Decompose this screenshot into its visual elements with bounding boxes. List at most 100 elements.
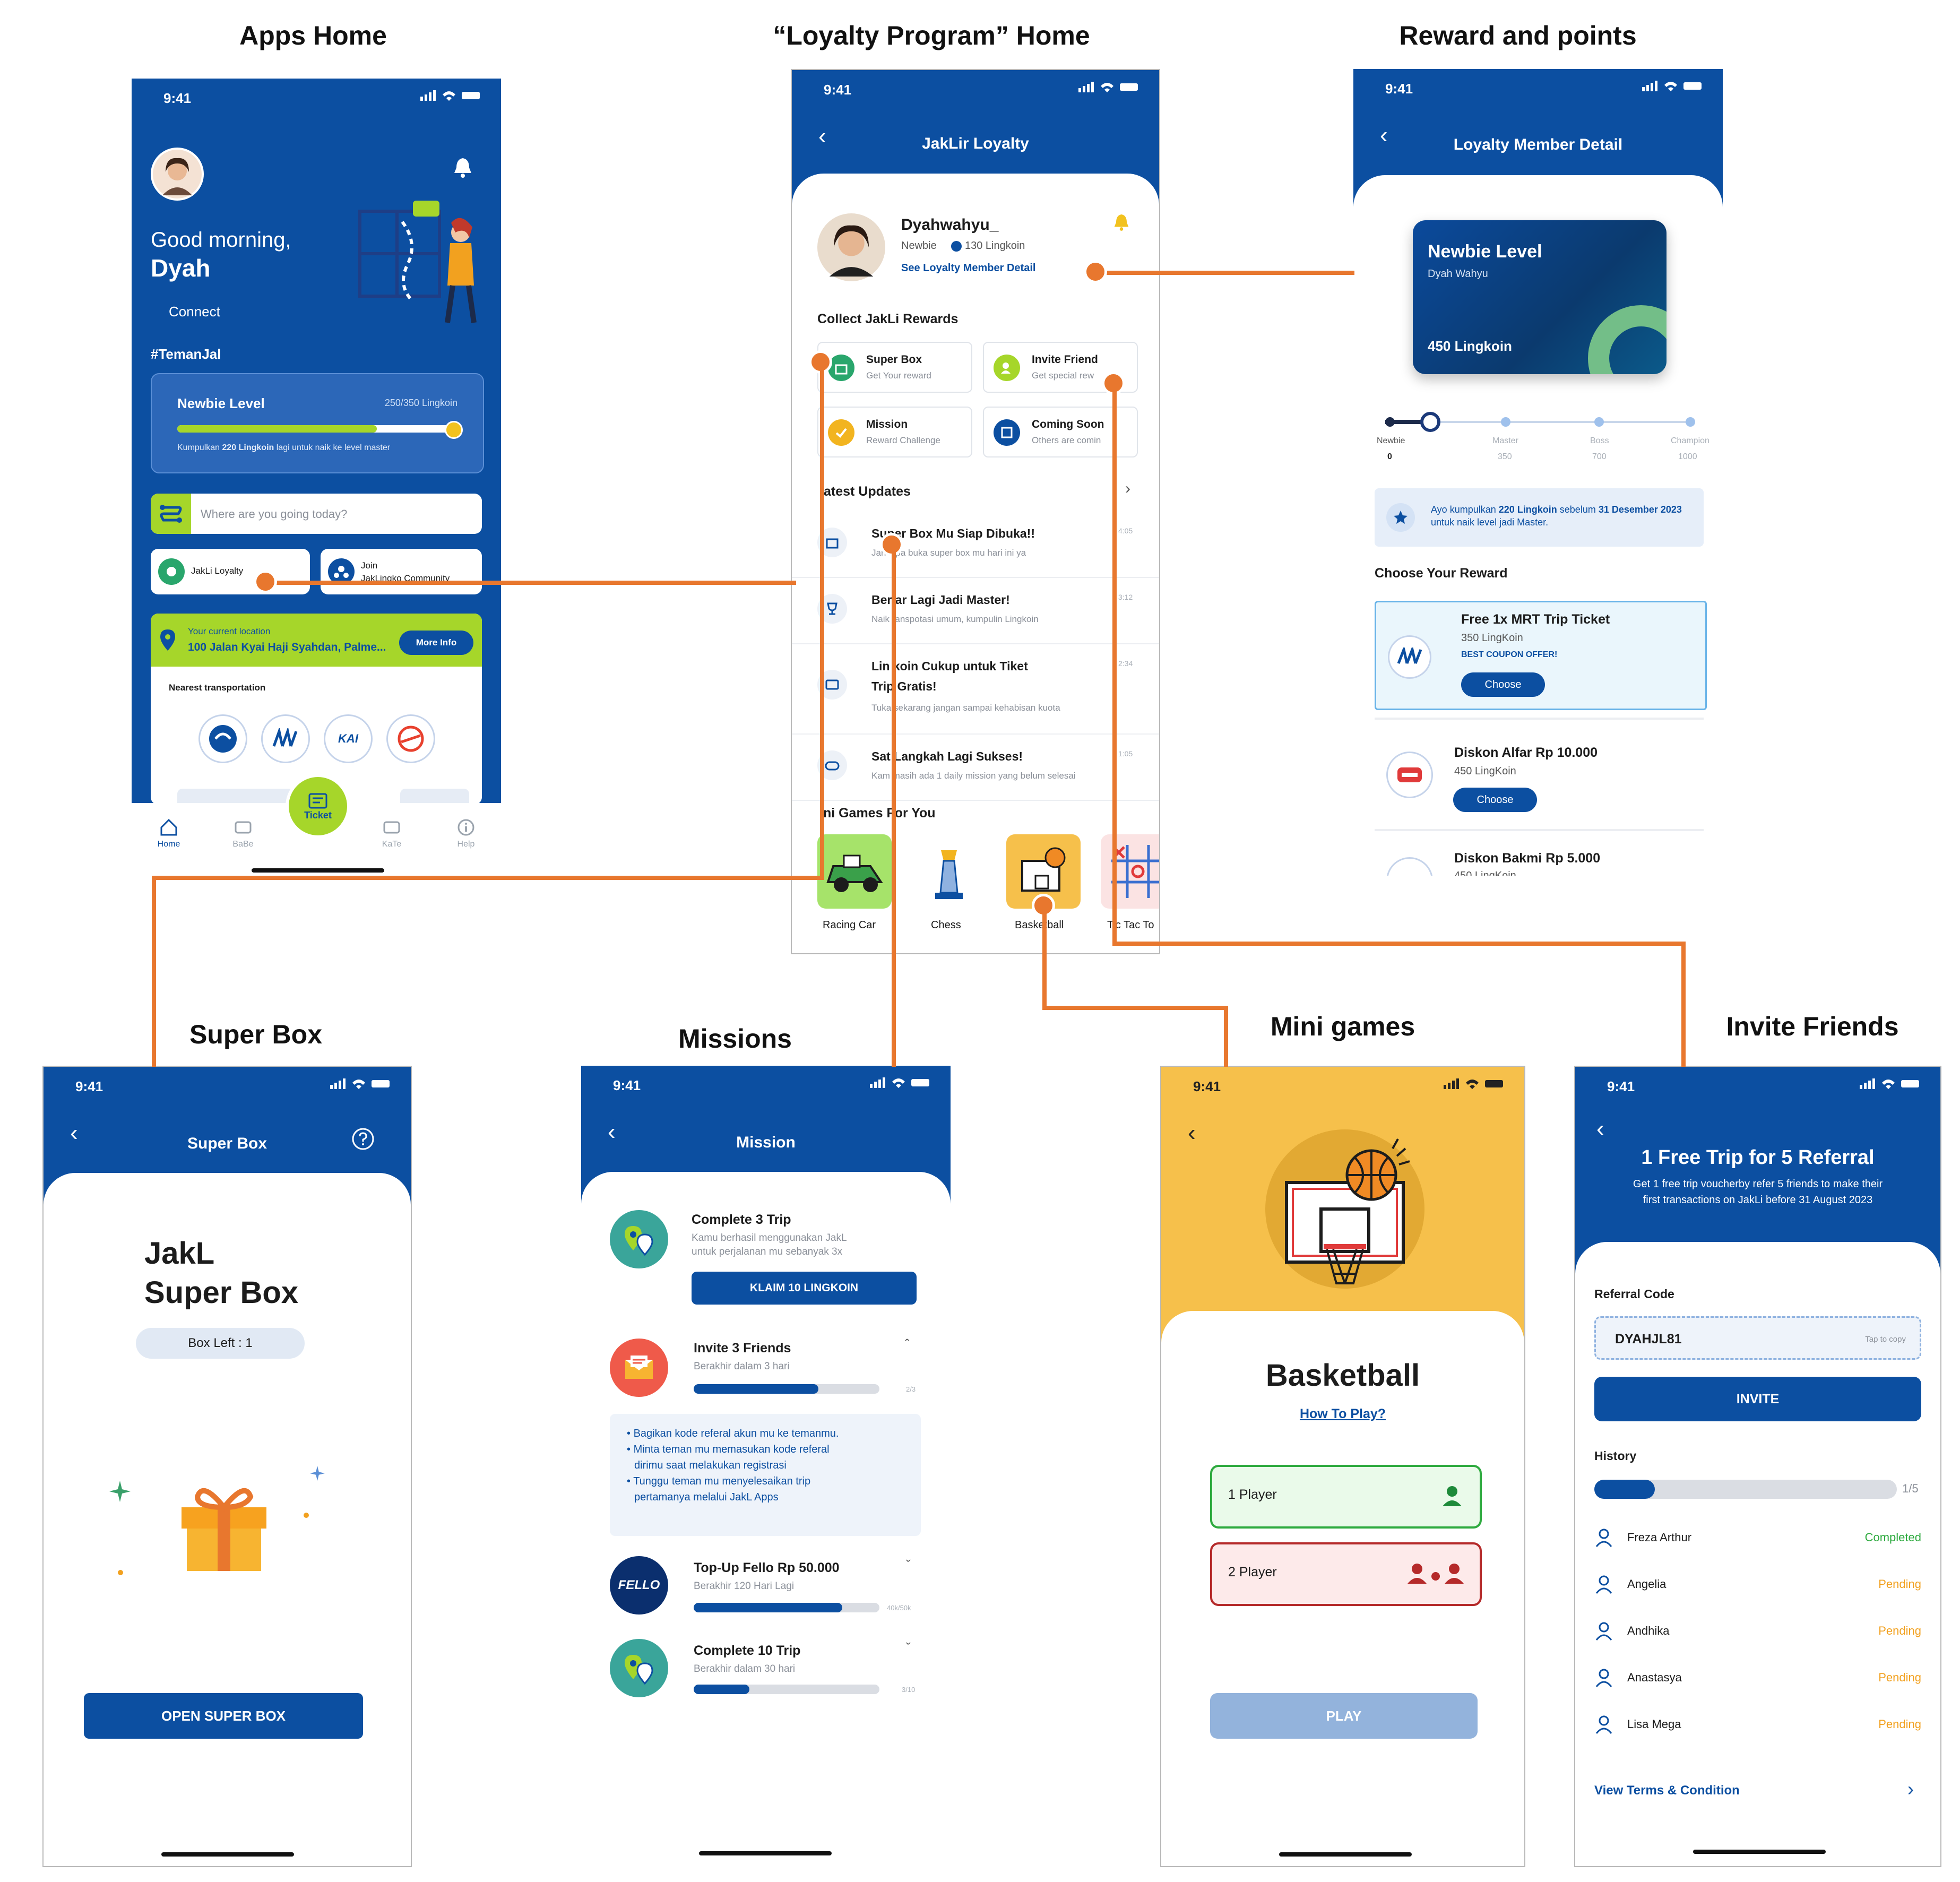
open-super-box-button[interactable]: OPEN SUPER BOX (84, 1693, 363, 1739)
connector-dot (1084, 260, 1107, 283)
reward-item-alfamart[interactable]: Diskon Alfar Rp 10.000 450 LingKoin Choo… (1375, 738, 1704, 817)
notice-text: Ayo kumpulkan 220 Lingkoin sebelum 31 De… (1431, 504, 1682, 528)
lrt-icon[interactable] (386, 714, 435, 763)
mission-sub: Kamu berhasil menggunakan JakL (692, 1232, 847, 1244)
home-indicator (1693, 1850, 1826, 1854)
one-player-button[interactable]: 1 Player (1210, 1465, 1482, 1529)
view-terms-link[interactable]: View Terms & Condition (1594, 1783, 1740, 1798)
reward-card-invite-friend[interactable]: Invite Friend Get special rew (983, 342, 1138, 393)
tap-to-copy-label[interactable]: Tap to copy (1865, 1335, 1906, 1344)
search-bar[interactable]: Where are you going today? (151, 494, 482, 534)
referral-name: Freza Arthur (1627, 1531, 1692, 1544)
level-name: Boss (1590, 436, 1609, 445)
play-button[interactable]: PLAY (1210, 1693, 1478, 1739)
reward-card-coming-soon[interactable]: Coming Soon Others are comin (983, 407, 1138, 457)
tab-babe[interactable]: BaBe (222, 818, 264, 849)
mrt-icon[interactable] (261, 714, 310, 763)
reward-title: Super Box (866, 353, 922, 366)
kate-icon (383, 821, 400, 834)
game-label: Tic Tac To (1107, 919, 1154, 931)
status-time: 9:41 (824, 82, 852, 98)
status-time: 9:41 (613, 1077, 641, 1093)
instruction-line: dirimu saat melakukan registrasi (634, 1460, 787, 1471)
connector-line (1681, 942, 1686, 1067)
back-button[interactable]: ‹ (1380, 122, 1388, 148)
basketball-game[interactable] (1006, 834, 1081, 909)
reward-title: Mission (866, 418, 908, 430)
update-item[interactable]: Sat Langkah Lagi Sukses! Kam masih ada 1… (792, 733, 1159, 801)
back-button[interactable]: ‹ (818, 123, 826, 149)
back-button[interactable]: ‹ (70, 1120, 78, 1146)
join-community-shortcut[interactable]: Join JakLingko Community (321, 549, 482, 594)
tab-home[interactable]: Home (148, 818, 190, 849)
tab-help[interactable]: Help (445, 818, 487, 849)
ticket-button[interactable]: Ticket (286, 774, 350, 839)
claim-lingkoin-button[interactable]: KLAIM 10 LINGKOIN (692, 1272, 917, 1305)
box-left-badge: Box Left : 1 (136, 1328, 305, 1359)
mission-progress-bar (694, 1685, 879, 1694)
choose-button[interactable]: Choose (1453, 788, 1537, 812)
connector-line (820, 362, 824, 879)
chevron-down-icon[interactable]: ˇ (906, 1557, 911, 1573)
how-to-play-link[interactable]: How To Play? (1299, 1406, 1386, 1421)
member-card: Newbie Level Dyah Wahyu 450 Lingkoin (1413, 220, 1667, 374)
loyalty-home-screen: 9:41 ‹ JakLir Loyalty Dyahwahyu_ Newbie … (791, 69, 1160, 954)
connect-label[interactable]: Connect (169, 304, 220, 320)
level-hint: Kumpulkan 220 Lingkoin lagi untuk naik k… (177, 443, 391, 452)
halte-card[interactable] (177, 789, 294, 805)
see-member-detail-link[interactable]: See Loyalty Member Detail (901, 262, 1036, 274)
update-item[interactable]: Lin koin Cukup untuk Tiket Trip Gratis! … (792, 643, 1159, 735)
loyalty-sheet (792, 174, 1159, 953)
update-title-line2: Trip Gratis! (871, 679, 937, 693)
reward-sub: Get Your reward (866, 370, 931, 381)
more-info-button[interactable]: More Info (399, 631, 473, 655)
search-input[interactable]: Where are you going today? (201, 507, 348, 521)
reward-item-bakmi[interactable]: Diskon Bakmi Rp 5.000 450 LingKoin (1375, 836, 1704, 876)
referral-code-field[interactable]: DYAHJL81 Tap to copy (1594, 1316, 1921, 1360)
chevron-right-icon[interactable]: › (1907, 1778, 1914, 1800)
level-dot (1385, 417, 1395, 427)
level-card[interactable]: Newbie Level 250/350 Lingkoin Kumpulkan … (151, 373, 484, 473)
notification-bell-icon[interactable] (1113, 213, 1129, 234)
update-title: Sat Langkah Lagi Sukses! (871, 749, 1023, 763)
loyalty-shortcut[interactable]: JakLi Loyalty (151, 549, 310, 594)
tab-kate[interactable]: KaTe (370, 818, 413, 849)
invite-button[interactable]: INVITE (1594, 1377, 1921, 1421)
avatar[interactable] (817, 213, 885, 281)
chess-game[interactable] (912, 834, 986, 909)
reward-card-mission[interactable]: Mission Reward Challenge (817, 407, 972, 457)
halte-card[interactable] (400, 789, 469, 805)
chevron-right-icon[interactable]: › (1125, 480, 1130, 497)
back-button[interactable]: ‹ (1596, 1116, 1604, 1142)
status-icons (1642, 81, 1702, 91)
chevron-down-icon[interactable]: ˇ (906, 1640, 911, 1656)
choose-button[interactable]: Choose (1461, 672, 1545, 697)
transjakarta-icon[interactable] (198, 714, 247, 763)
instruction-line: pertamanya melalui JakL Apps (634, 1491, 779, 1503)
history-label: History (1594, 1449, 1637, 1463)
chevron-up-icon[interactable]: ˆ (905, 1336, 910, 1352)
invite-subtitle-1: Get 1 free trip voucherby refer 5 friend… (1633, 1178, 1883, 1190)
super-box-screen: 9:41 ‹ Super Box JakL Super Box Box Left… (42, 1066, 412, 1867)
two-player-button[interactable]: 2 Player (1210, 1542, 1482, 1606)
reward-sub: Others are comin (1032, 435, 1101, 445)
missions-screen: 9:41 ‹ Mission Complete 3 Trip Kamu berh… (581, 1066, 951, 1867)
reward-item-mrt[interactable]: Free 1x MRT Trip Ticket 350 LingKoin BES… (1375, 601, 1707, 710)
update-time: 2:34 (1118, 659, 1133, 668)
kai-icon[interactable]: KAI (324, 714, 373, 763)
level-name: Master (1492, 436, 1518, 445)
back-button[interactable]: ‹ (1188, 1120, 1196, 1146)
collect-rewards-title: Collect JakLi Rewards (817, 312, 959, 326)
sparkle-icon (310, 1466, 325, 1483)
racing-car-game[interactable] (817, 834, 892, 909)
avatar[interactable] (151, 148, 204, 201)
tic-tac-toe-game[interactable] (1101, 834, 1159, 909)
notification-bell-icon[interactable] (453, 157, 472, 181)
back-button[interactable]: ‹ (608, 1119, 616, 1145)
update-item[interactable]: Super Box Mu Siap Dibuka!! Jan lupa buka… (792, 511, 1159, 578)
level-progress-bar (177, 425, 459, 433)
game-label: Basketball (1015, 919, 1064, 931)
update-item[interactable]: Ber ar Lagi Jadi Master! Naik ranspotasi… (792, 577, 1159, 644)
help-icon[interactable] (351, 1127, 375, 1153)
reward-card-super-box[interactable]: Super Box Get Your reward (817, 342, 972, 393)
